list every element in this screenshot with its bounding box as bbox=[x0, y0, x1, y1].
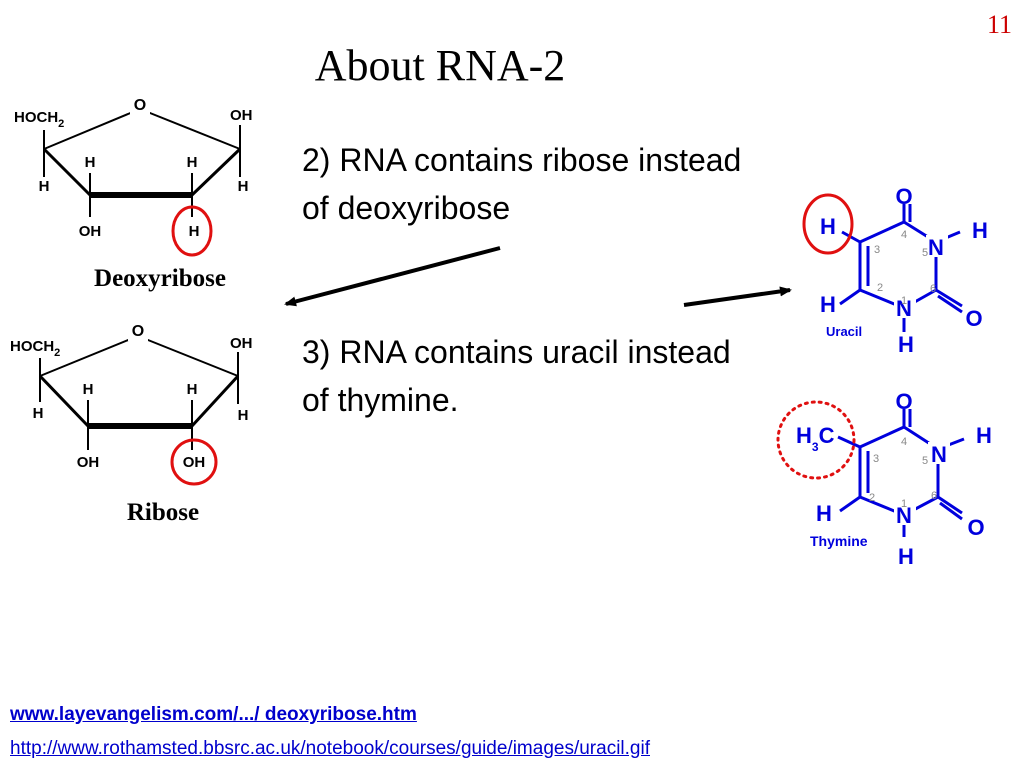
c3-oh-label: OH bbox=[79, 223, 102, 240]
svg-text:HOCH2: HOCH2 bbox=[14, 109, 64, 130]
c1-oh-label: OH bbox=[230, 107, 253, 124]
ribose-caption: Ribose bbox=[127, 499, 199, 526]
arrow-to-sugars bbox=[284, 246, 501, 307]
svg-text:6: 6 bbox=[931, 490, 937, 502]
thymine-n3: N bbox=[931, 442, 947, 467]
thymine-o2: O bbox=[967, 515, 984, 540]
thymine-n3-h: H bbox=[976, 423, 992, 448]
ring-oxygen: O bbox=[132, 323, 144, 340]
source-link-uracil[interactable]: http://www.rothamsted.bbsrc.ac.uk/notebo… bbox=[10, 738, 650, 759]
point-uracil-text: 3) RNA contains uracil instead of thymin… bbox=[302, 334, 731, 418]
c1-oh-label: OH bbox=[230, 335, 253, 352]
ribose-structure: O HOCH2 OH H H H H OH OH Ribose bbox=[10, 321, 253, 526]
uracil-c6-h: H bbox=[820, 292, 836, 317]
uracil-n3: N bbox=[928, 235, 944, 260]
svg-text:HOCH2: HOCH2 bbox=[10, 338, 60, 359]
svg-text:3: 3 bbox=[873, 453, 879, 465]
arrow-to-uracil bbox=[683, 286, 792, 307]
hoch2-label: HOCH bbox=[14, 109, 58, 126]
c1-h-label: H bbox=[238, 178, 249, 195]
svg-text:2: 2 bbox=[877, 282, 883, 294]
thymine-o4: O bbox=[895, 389, 912, 414]
c2-highlight-label: OH bbox=[183, 454, 206, 471]
c1-h-label: H bbox=[238, 407, 249, 424]
hoch2-label: HOCH bbox=[10, 338, 54, 355]
uracil-n1-h: H bbox=[898, 332, 914, 357]
uracil-structure: O N H O N H H H Uracil 1 2 3 4 5 6 bbox=[802, 184, 988, 357]
point-ribose-text: 2) RNA contains ribose instead of deoxyr… bbox=[302, 142, 742, 226]
uracil-o2: O bbox=[965, 306, 982, 331]
highlight-dotted-circle bbox=[776, 400, 856, 480]
svg-text:3: 3 bbox=[874, 244, 880, 256]
thymine-c6-h: H bbox=[816, 501, 832, 526]
slide-number: 11 bbox=[986, 10, 1012, 39]
svg-text:4: 4 bbox=[901, 229, 907, 241]
svg-text:5: 5 bbox=[922, 247, 928, 259]
svg-text:2: 2 bbox=[869, 492, 875, 504]
svg-text:1: 1 bbox=[901, 498, 907, 510]
svg-text:5: 5 bbox=[922, 455, 928, 467]
deoxyribose-caption: Deoxyribose bbox=[94, 265, 226, 292]
slide-title: About RNA-2 bbox=[314, 41, 566, 90]
c2-h-label: H bbox=[187, 381, 198, 398]
thymine-n1-h: H bbox=[898, 544, 914, 569]
uracil-n3-h: H bbox=[972, 218, 988, 243]
thymine-methyl: H3C bbox=[796, 423, 835, 454]
thymine-structure: O N H O N H H H3C Thymine 1 2 3 4 5 6 bbox=[776, 389, 992, 569]
c2-highlight-label: H bbox=[189, 223, 200, 240]
svg-text:1: 1 bbox=[901, 295, 907, 307]
uracil-n1: N bbox=[896, 296, 912, 321]
ring-oxygen: O bbox=[134, 97, 146, 114]
c3-h-label: H bbox=[83, 381, 94, 398]
c4-h-label: H bbox=[33, 405, 44, 422]
c4-h-label: H bbox=[39, 178, 50, 195]
uracil-c5-h: H bbox=[820, 214, 836, 239]
svg-text:6: 6 bbox=[930, 283, 936, 295]
deoxyribose-structure: O HOCH2 OH H H H H OH H Deoxyribose bbox=[14, 95, 253, 292]
c3-oh-label: OH bbox=[77, 454, 100, 471]
highlight-circle bbox=[171, 205, 213, 257]
thymine-name: Thymine bbox=[810, 533, 868, 549]
thymine-n1: N bbox=[896, 503, 912, 528]
c2-h-label: H bbox=[187, 154, 198, 171]
uracil-name: Uracil bbox=[826, 324, 862, 339]
c3-h-label: H bbox=[85, 154, 96, 171]
highlight-circle bbox=[170, 438, 218, 486]
uracil-o4: O bbox=[895, 184, 912, 209]
highlight-circle bbox=[802, 193, 854, 255]
source-link-deoxyribose[interactable]: www.layevangelism.com/.../ deoxyribose.h… bbox=[10, 704, 417, 725]
svg-text:4: 4 bbox=[901, 436, 907, 448]
